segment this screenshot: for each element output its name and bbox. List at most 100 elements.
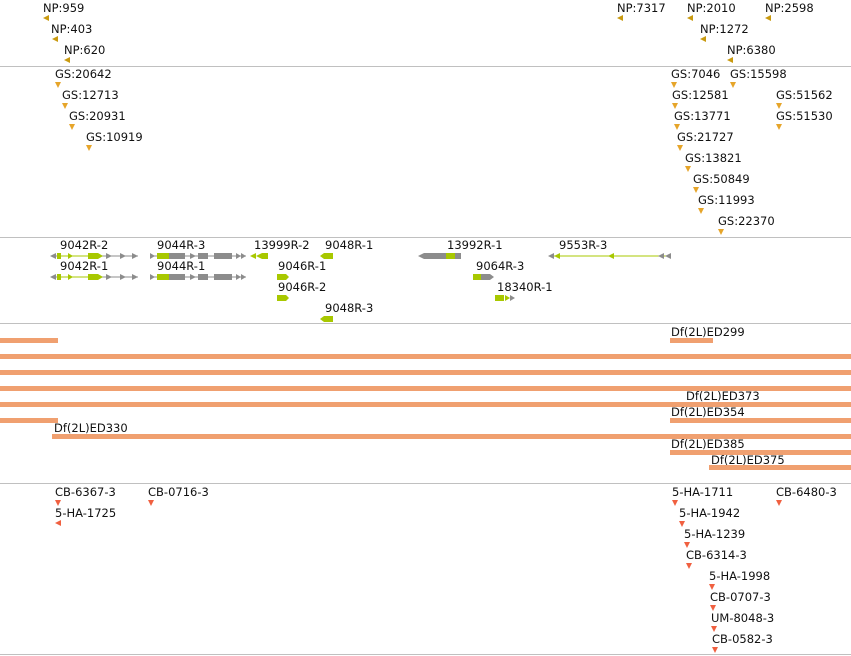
gs-marker-icon[interactable] — [776, 103, 782, 109]
gene-model[interactable] — [320, 316, 333, 322]
line-label[interactable]: CB-0582-3 — [712, 632, 773, 646]
line-marker-icon[interactable] — [672, 500, 678, 506]
np-label[interactable]: NP:620 — [64, 43, 106, 57]
np-label[interactable]: NP:2598 — [765, 1, 814, 15]
deficiency-bar[interactable] — [0, 386, 851, 391]
deficiency-label[interactable]: Df(2L)ED373 — [686, 389, 760, 403]
gene-label[interactable]: 9044R-1 — [157, 259, 206, 273]
deficiency-label[interactable]: Df(2L)ED330 — [54, 421, 128, 435]
line-marker-icon[interactable] — [684, 542, 690, 548]
gs-label[interactable]: GS:7046 — [671, 67, 721, 81]
line-label[interactable]: 5-HA-1239 — [684, 527, 746, 541]
gs-label[interactable]: GS:10919 — [86, 130, 143, 144]
line-marker-icon[interactable] — [55, 500, 61, 506]
gene-label[interactable]: 9044R-3 — [157, 238, 206, 252]
gene-model[interactable] — [50, 274, 138, 280]
line-marker-icon[interactable] — [686, 563, 692, 569]
gene-label[interactable]: 9042R-1 — [60, 259, 109, 273]
gs-label[interactable]: GS:13771 — [674, 109, 731, 123]
line-label[interactable]: UM-8048-3 — [711, 611, 775, 625]
gs-marker-icon[interactable] — [671, 82, 677, 88]
deficiency-bar[interactable] — [670, 450, 851, 455]
gs-label[interactable]: GS:20642 — [55, 67, 112, 81]
line-marker-icon[interactable] — [711, 626, 717, 632]
line-marker-icon[interactable] — [679, 521, 685, 527]
gs-marker-icon[interactable] — [677, 145, 683, 151]
deficiency-label[interactable]: Df(2L)ED354 — [671, 405, 745, 419]
np-label[interactable]: NP:7317 — [617, 1, 666, 15]
gs-label[interactable]: GS:12713 — [62, 88, 119, 102]
np-label[interactable]: NP:959 — [43, 1, 85, 15]
np-label[interactable]: NP:6380 — [727, 43, 776, 57]
line-marker-icon[interactable] — [776, 500, 782, 506]
gs-label[interactable]: GS:22370 — [718, 214, 775, 228]
gs-marker-icon[interactable] — [674, 124, 680, 130]
line-label[interactable]: CB-0707-3 — [710, 590, 771, 604]
gene-model[interactable] — [250, 253, 268, 259]
deficiency-label[interactable]: Df(2L)ED385 — [671, 437, 745, 451]
gene-label[interactable]: 9046R-1 — [278, 259, 327, 273]
line-marker-icon[interactable] — [710, 605, 716, 611]
gs-marker-icon[interactable] — [86, 145, 92, 151]
np-marker-icon[interactable] — [687, 15, 693, 21]
gene-model[interactable] — [495, 295, 515, 301]
line-label[interactable]: CB-0716-3 — [148, 485, 209, 499]
gs-label[interactable]: GS:20931 — [69, 109, 126, 123]
np-label[interactable]: NP:403 — [51, 22, 93, 36]
gs-marker-icon[interactable] — [55, 82, 61, 88]
deficiency-bar[interactable] — [52, 434, 851, 439]
line-label[interactable]: CB-6480-3 — [776, 485, 837, 499]
gs-label[interactable]: GS:15598 — [730, 67, 787, 81]
np-marker-icon[interactable] — [700, 36, 706, 42]
gs-label[interactable]: GS:21727 — [677, 130, 734, 144]
gs-label[interactable]: GS:50849 — [693, 172, 750, 186]
gene-label[interactable]: 13999R-2 — [254, 238, 310, 252]
gs-marker-icon[interactable] — [62, 103, 68, 109]
deficiency-bar[interactable] — [0, 370, 851, 375]
deficiency-label[interactable]: Df(2L)ED375 — [711, 453, 785, 467]
gs-label[interactable]: GS:13821 — [685, 151, 742, 165]
deficiency-bar[interactable] — [709, 465, 851, 470]
gs-marker-icon[interactable] — [672, 103, 678, 109]
gs-label[interactable]: GS:51562 — [776, 88, 833, 102]
line-marker-icon[interactable] — [148, 500, 154, 506]
line-label[interactable]: 5-HA-1998 — [709, 569, 771, 583]
line-marker-icon[interactable] — [712, 647, 718, 653]
gene-model[interactable] — [150, 274, 246, 280]
gs-label[interactable]: GS:11993 — [698, 193, 755, 207]
line-label[interactable]: 5-HA-1725 — [55, 506, 117, 520]
line-marker-icon[interactable] — [55, 520, 61, 526]
gene-model[interactable] — [277, 295, 289, 301]
np-marker-icon[interactable] — [64, 57, 70, 63]
gene-model[interactable] — [150, 253, 246, 259]
np-marker-icon[interactable] — [617, 15, 623, 21]
np-marker-icon[interactable] — [727, 57, 733, 63]
gene-label[interactable]: 9042R-2 — [60, 238, 109, 252]
deficiency-bar[interactable] — [670, 418, 851, 423]
gene-label[interactable]: 9553R-3 — [559, 238, 608, 252]
gene-model[interactable] — [320, 253, 333, 259]
gene-label[interactable]: 18340R-1 — [497, 280, 553, 294]
line-label[interactable]: 5-HA-1942 — [679, 506, 741, 520]
gene-label[interactable]: 13992R-1 — [447, 238, 503, 252]
np-label[interactable]: NP:2010 — [687, 1, 736, 15]
line-label[interactable]: CB-6314-3 — [686, 548, 747, 562]
deficiency-label[interactable]: Df(2L)ED299 — [671, 325, 745, 339]
gs-label[interactable]: GS:51530 — [776, 109, 833, 123]
gs-marker-icon[interactable] — [693, 187, 699, 193]
gs-marker-icon[interactable] — [718, 229, 724, 235]
line-marker-icon[interactable] — [709, 584, 715, 590]
np-label[interactable]: NP:1272 — [700, 22, 749, 36]
gs-label[interactable]: GS:12581 — [672, 88, 729, 102]
np-marker-icon[interactable] — [43, 15, 49, 21]
gs-marker-icon[interactable] — [730, 82, 736, 88]
deficiency-bar[interactable] — [0, 354, 851, 359]
gs-marker-icon[interactable] — [698, 208, 704, 214]
gene-label[interactable]: 9048R-1 — [325, 238, 374, 252]
deficiency-bar[interactable] — [0, 418, 58, 423]
gene-model[interactable] — [277, 274, 289, 280]
deficiency-bar[interactable] — [0, 402, 851, 407]
line-label[interactable]: 5-HA-1711 — [672, 485, 734, 499]
gs-marker-icon[interactable] — [776, 124, 782, 130]
gene-label[interactable]: 9064R-3 — [476, 259, 525, 273]
